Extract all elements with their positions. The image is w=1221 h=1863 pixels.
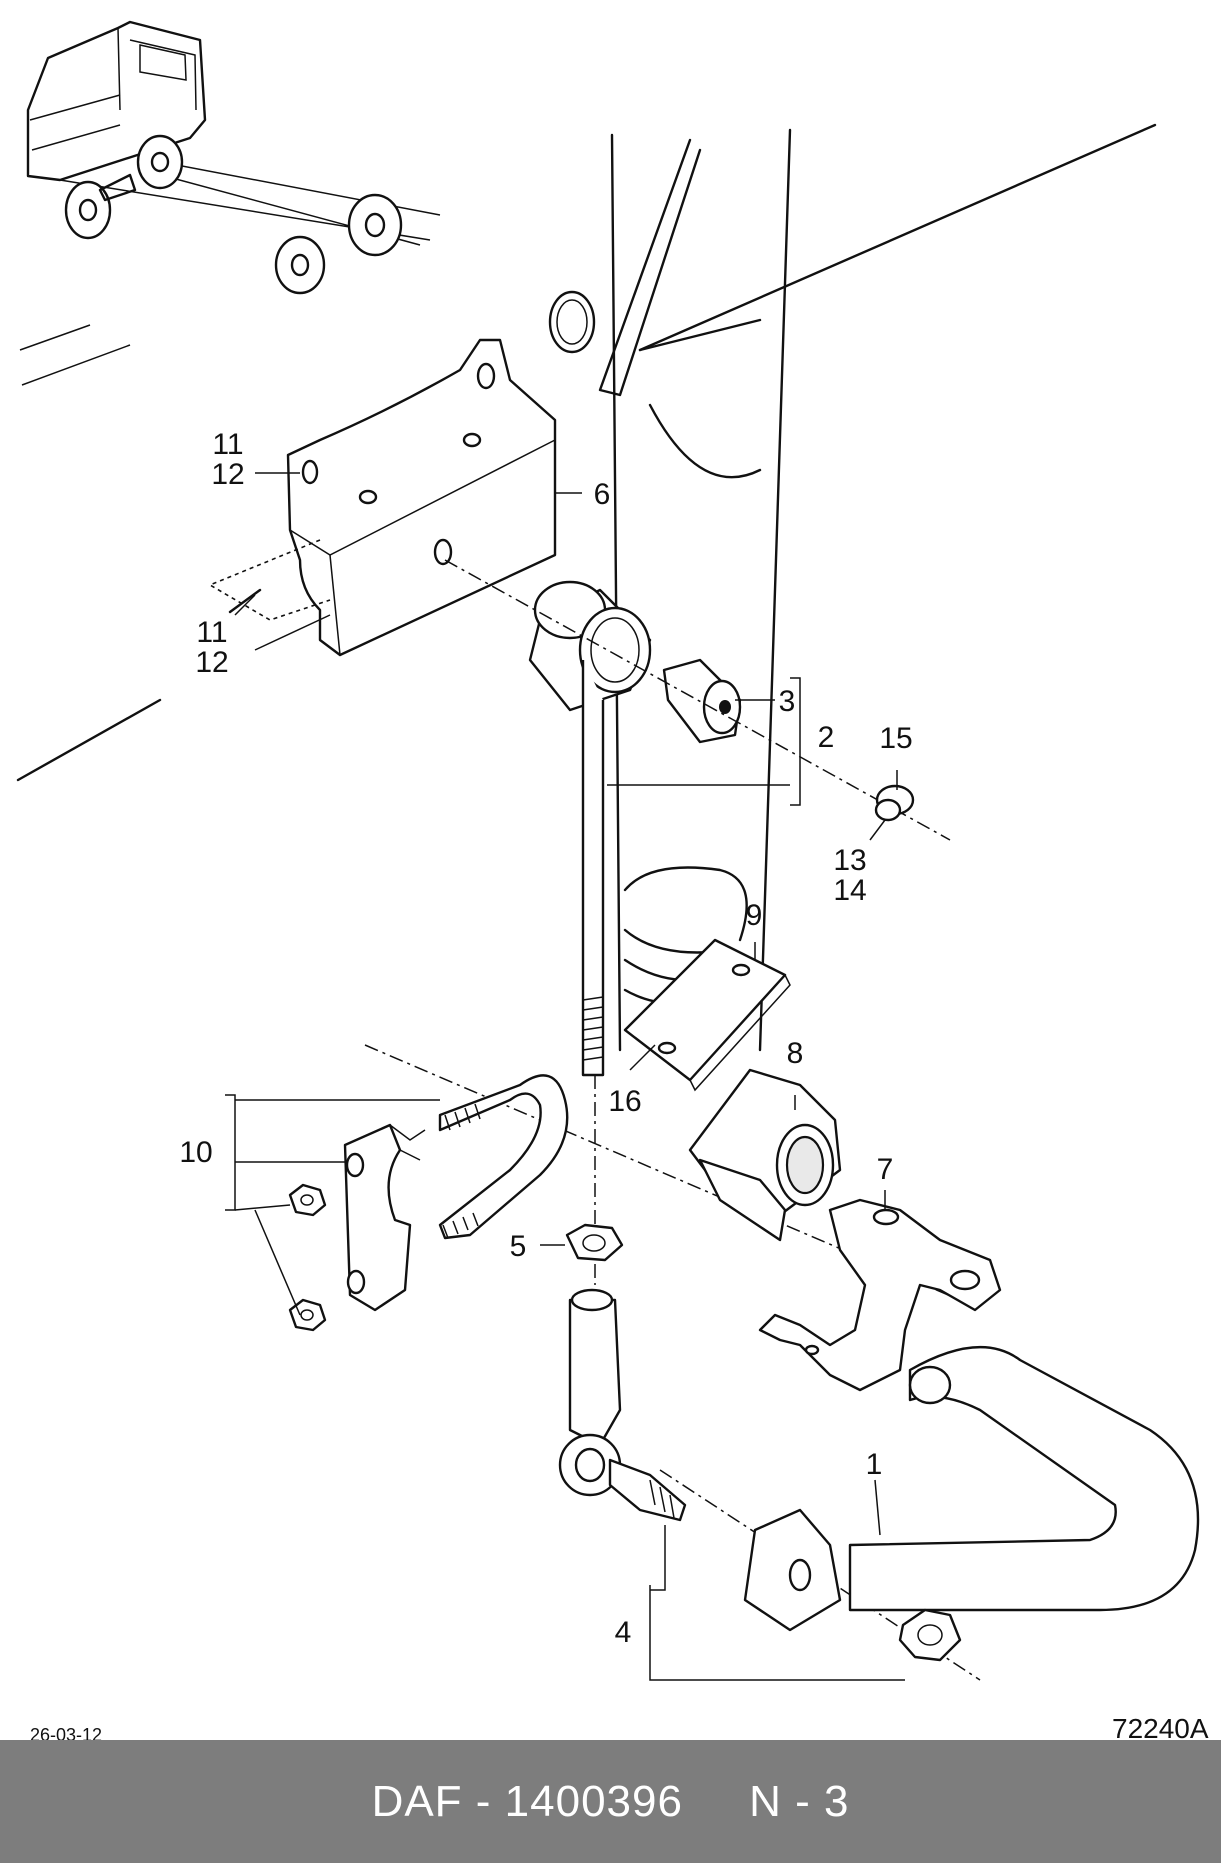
callout-14: 14 [833, 874, 866, 907]
diagram-reference: 72240A [1112, 1713, 1209, 1740]
callout-6: 6 [594, 478, 611, 511]
callout-10: 10 [179, 1136, 212, 1169]
callout-13: 13 [833, 844, 866, 877]
callout-15: 15 [879, 722, 912, 755]
clamp-part-7 [758, 1198, 1002, 1392]
u-bolt-kit-part-10 [288, 1074, 569, 1332]
callout-9: 9 [746, 899, 763, 932]
rubber-bush-part-8 [688, 1068, 842, 1242]
footer-part-number: DAF - 1400396 N - 3 [371, 1776, 850, 1826]
callout-11-upper: 11 [212, 428, 243, 461]
exploded-parts-diagram: 11 12 11 12 6 3 2 15 13 14 9 16 8 7 10 5… [16, 20, 1209, 1740]
callout-leaders [225, 472, 905, 1681]
callout-12-lower: 12 [195, 646, 228, 679]
callout-1: 1 [866, 1448, 883, 1481]
nut-part-5 [565, 1223, 624, 1262]
bush-part-2 [528, 580, 742, 1077]
plate-part-9 [623, 938, 791, 1092]
callout-11-lower: 11 [196, 616, 227, 649]
washer-part-15 [874, 784, 915, 822]
callout-5: 5 [510, 1230, 527, 1263]
callout-16: 16 [608, 1085, 641, 1118]
callout-2: 2 [818, 721, 835, 754]
callout-4: 4 [615, 1616, 632, 1649]
diagram-date: 26-03-12 [30, 1725, 102, 1740]
callout-labels: 11 12 11 12 6 3 2 15 13 14 9 16 8 7 10 5… [179, 428, 912, 1649]
callout-12-upper: 12 [211, 458, 244, 491]
callout-7: 7 [877, 1153, 894, 1186]
footer-bar: DAF - 1400396 N - 3 [0, 1740, 1221, 1863]
bracket-part-6 [208, 338, 557, 657]
anti-roll-bar-part-1 [743, 1345, 1200, 1632]
drop-link-part-4 [558, 1288, 962, 1662]
callout-8: 8 [787, 1037, 804, 1070]
chassis-background [16, 123, 1157, 1052]
callout-3: 3 [779, 685, 796, 718]
truck-thumbnail [26, 20, 441, 295]
